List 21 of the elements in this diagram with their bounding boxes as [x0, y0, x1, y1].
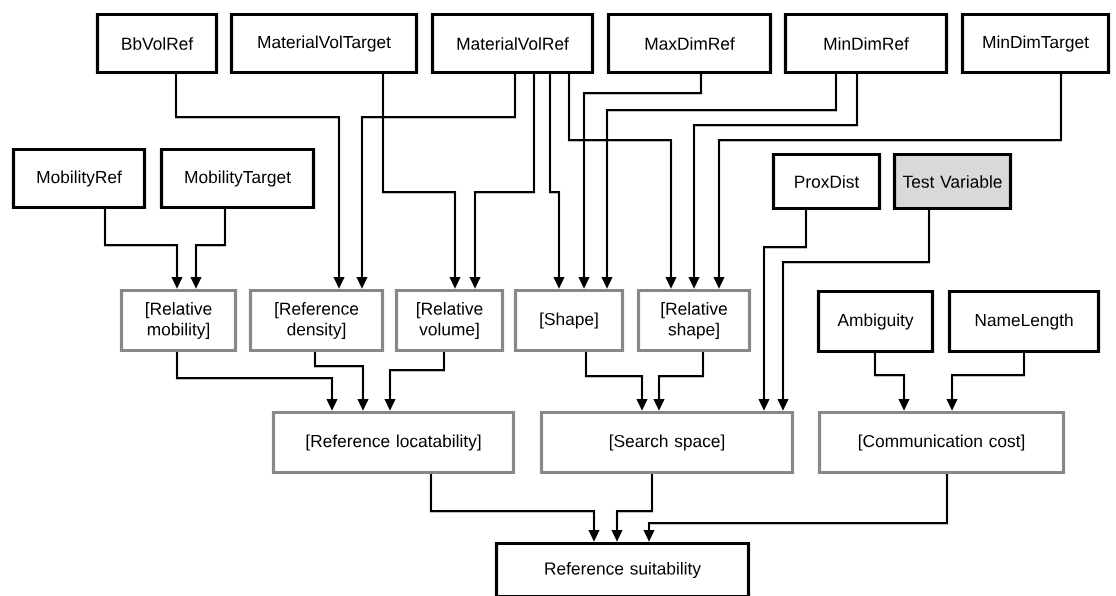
- variable-box: BbVolRef: [95, 12, 219, 75]
- variable-box: MobilityTarget: [159, 147, 316, 210]
- construct-box: [Reference locatability]: [271, 410, 516, 475]
- variable-box: MobilityRef: [11, 147, 147, 210]
- construct-box: [Relative shape]: [636, 288, 752, 353]
- test-variable-box: Test Variable: [892, 152, 1013, 211]
- variable-box: ProxDist: [771, 152, 882, 211]
- outcome-box: Reference suitability: [494, 541, 751, 596]
- variable-box: MinDimTarget: [960, 12, 1111, 75]
- variable-box: MaxDimRef: [606, 12, 773, 75]
- variable-box: MaterialVolTarget: [229, 12, 419, 75]
- construct-box: [Relative volume]: [394, 288, 505, 353]
- variable-box: Ambiguity: [816, 289, 935, 354]
- variable-box: NameLength: [947, 289, 1101, 354]
- variable-box: MinDimRef: [783, 12, 949, 75]
- construct-box: [Relative mobility]: [119, 288, 238, 353]
- construct-box: [Search space]: [539, 410, 795, 475]
- construct-box: [Shape]: [513, 288, 625, 353]
- construct-box: [Communication cost]: [817, 410, 1066, 475]
- construct-box: [Reference density]: [248, 288, 385, 353]
- variable-box: MaterialVolRef: [430, 12, 595, 75]
